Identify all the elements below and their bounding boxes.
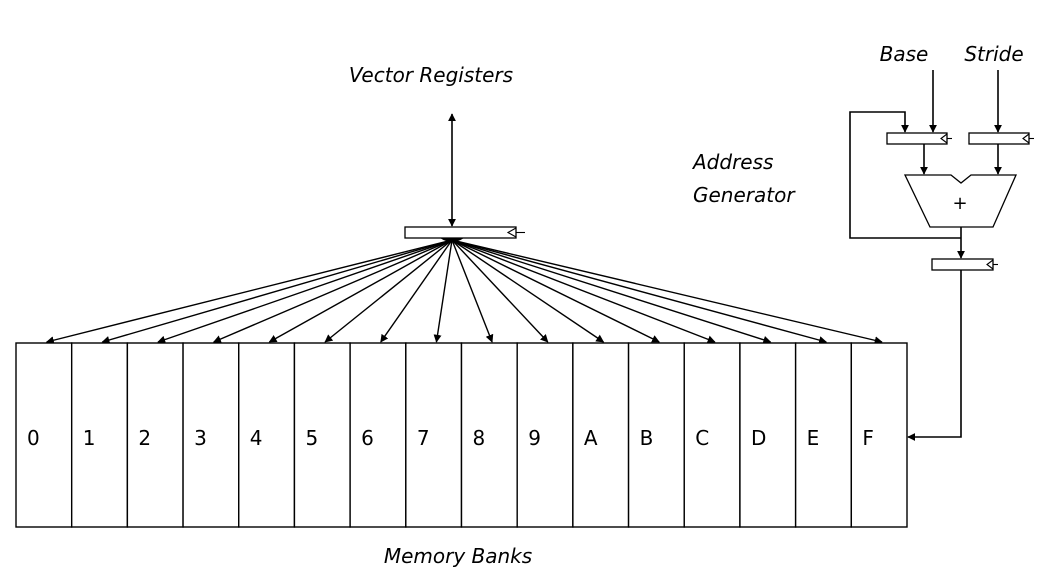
memory-bank-A: A <box>572 342 630 528</box>
fanout-arrow-to-bank-E <box>451 239 828 344</box>
address-generator-label-line1: Address <box>691 150 773 174</box>
memory-bank-box <box>460 342 518 528</box>
fanout-arrow-to-bank-4 <box>268 239 453 343</box>
memory-bank-box <box>126 342 184 528</box>
memory-bank-D: D <box>739 342 797 528</box>
feedback-loop-wire <box>849 111 961 239</box>
memory-bank-label: 5 <box>305 426 318 450</box>
memory-bank-B: B <box>627 342 685 528</box>
memory-bank-7: 7 <box>405 342 463 528</box>
adder-plus-symbol: + <box>952 193 967 214</box>
fanout-arrow-to-bank-0 <box>45 239 453 345</box>
memory-bank-0: 0 <box>15 342 73 528</box>
memory-bank-8: 8 <box>460 342 518 528</box>
memory-bank-label: 8 <box>473 426 486 450</box>
memory-bank-label: 2 <box>138 426 151 450</box>
fanout-arrow-to-bank-8 <box>451 239 494 343</box>
fanout-arrow-to-bank-C <box>451 239 716 344</box>
memory-bank-label: 4 <box>250 426 263 450</box>
memory-bank-4: 4 <box>238 342 296 528</box>
memory-bank-5: 5 <box>293 342 351 528</box>
address-generator-label-line2: Generator <box>693 183 796 207</box>
memory-bank-box <box>349 342 407 528</box>
stride-register <box>968 132 1034 145</box>
memory-bank-box <box>15 342 73 528</box>
fanout-arrow-to-bank-6 <box>380 239 453 343</box>
memory-bank-3: 3 <box>182 342 240 528</box>
address-to-banks-arrow <box>907 270 962 441</box>
memory-bank-box <box>238 342 296 528</box>
memory-bank-box <box>627 342 685 528</box>
fanout-arrow-to-bank-5 <box>324 239 453 343</box>
memory-bank-F: F <box>850 342 908 528</box>
memory-banks-label: Memory Banks <box>384 544 532 568</box>
fanout-arrow-to-bank-2 <box>157 239 453 344</box>
memory-bank-C: C <box>683 342 741 528</box>
memory-bank-box <box>182 342 240 528</box>
memory-bank-label: 7 <box>417 426 430 450</box>
fanout-arrows <box>45 239 883 345</box>
fanout-arrow-to-bank-1 <box>101 239 453 344</box>
memory-bank-box <box>516 342 574 528</box>
memory-bank-E: E <box>794 342 853 528</box>
fanout-arrow-to-bank-9 <box>451 239 549 343</box>
fanout-arrow-to-bank-7 <box>433 239 453 343</box>
memory-bank-1: 1 <box>70 342 129 528</box>
memory-bank-box <box>739 342 797 528</box>
memory-bank-box <box>293 342 351 528</box>
fanout-arrow-to-bank-B <box>451 239 660 343</box>
fanout-arrow-to-bank-A <box>451 239 605 343</box>
memory-bank-label: 0 <box>27 426 40 450</box>
memory-bank-label: E <box>807 426 820 450</box>
memory-bank-6: 6 <box>349 342 407 528</box>
base-label: Base <box>880 42 929 66</box>
memory-bank-box <box>405 342 463 528</box>
memory-bank-label: A <box>584 426 598 450</box>
memory-bank-box <box>70 342 129 528</box>
memory-bank-2: 2 <box>126 342 184 528</box>
fanout-arrow-to-bank-F <box>451 239 883 345</box>
fanout-arrow-to-bank-3 <box>212 239 453 343</box>
stride-label: Stride <box>964 42 1023 66</box>
address-register <box>931 258 998 271</box>
memory-bank-label: 9 <box>528 426 541 450</box>
fanout-arrow-to-bank-D <box>451 239 772 344</box>
memory-bank-label: B <box>640 426 654 450</box>
memory-banks: 0 1 2 3 4 5 6 7 8 9 A B C D E F <box>15 342 908 528</box>
adder <box>903 174 1017 228</box>
vector-pipeline-register <box>404 226 525 239</box>
memory-bank-box <box>794 342 853 528</box>
memory-bank-box <box>683 342 741 528</box>
memory-bank-label: F <box>862 426 874 450</box>
base-register <box>886 132 952 145</box>
memory-bank-box <box>850 342 908 528</box>
memory-bank-label: 6 <box>361 426 374 450</box>
memory-bank-label: 3 <box>194 426 207 450</box>
memory-bank-label: D <box>751 426 766 450</box>
memory-bank-label: C <box>695 426 709 450</box>
memory-bank-9: 9 <box>516 342 574 528</box>
memory-bank-box <box>572 342 630 528</box>
memory-bank-label: 1 <box>83 426 96 450</box>
vector-registers-label: Vector Registers <box>349 63 513 87</box>
